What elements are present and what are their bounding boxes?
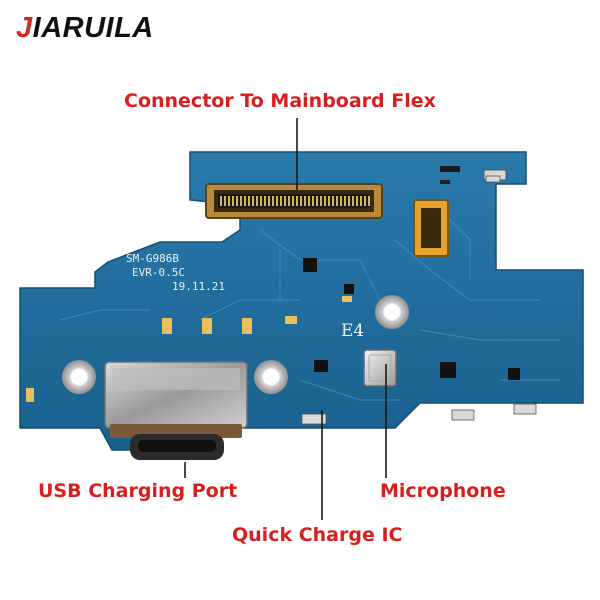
connector-pin — [220, 196, 222, 206]
connector-pins — [220, 196, 370, 206]
chip — [303, 258, 317, 272]
connector-pin — [316, 196, 318, 206]
chip — [440, 362, 456, 378]
connector-pin — [348, 196, 350, 206]
connector-pin — [284, 196, 286, 206]
connector-pin — [260, 196, 262, 206]
connector-pin — [292, 196, 294, 206]
connector-pin — [276, 196, 278, 206]
connector-pin — [340, 196, 342, 206]
connector-pin — [252, 196, 254, 206]
label-usb-port: USB Charging Port — [38, 480, 238, 502]
connector-pin — [248, 196, 250, 206]
connector-pin — [236, 196, 238, 206]
connector-pin — [336, 196, 338, 206]
connector-pin — [368, 196, 370, 206]
brand-logo-j: J — [16, 12, 33, 44]
label-connector: Connector To Mainboard Flex — [124, 90, 436, 112]
connector-pin — [268, 196, 270, 206]
connector-pin — [228, 196, 230, 206]
silk-rev: EVR-0.5C — [132, 266, 185, 279]
chip — [508, 368, 520, 380]
label-microphone: Microphone — [380, 480, 506, 502]
silk-marker: E4 — [341, 321, 364, 341]
connector-pin — [332, 196, 334, 206]
brand-logo-rest: IARUILA — [32, 12, 154, 44]
connector-pin — [288, 196, 290, 206]
connector-pin — [272, 196, 274, 206]
connector-pin — [356, 196, 358, 206]
connector-pin — [324, 196, 326, 206]
connector-pin — [304, 196, 306, 206]
connector-pin — [244, 196, 246, 206]
chip — [344, 284, 354, 294]
mounting-hole-right — [375, 295, 409, 329]
connector-pin — [232, 196, 234, 206]
connector-pin — [264, 196, 266, 206]
connector-pin — [364, 196, 366, 206]
microphone-component — [363, 349, 397, 387]
connector-pin — [344, 196, 346, 206]
connector-pin — [256, 196, 258, 206]
connector-pin — [308, 196, 310, 206]
connector-pin — [312, 196, 314, 206]
leader-lines — [184, 118, 387, 520]
side-connector — [413, 199, 449, 257]
quick-charge-ic — [314, 360, 328, 372]
connector-pin — [224, 196, 226, 206]
connector-pin — [280, 196, 282, 206]
connector-pin — [320, 196, 322, 206]
mounting-hole-left — [62, 360, 96, 394]
connector-pin — [240, 196, 242, 206]
smd-components — [301, 175, 537, 425]
usb-c-port — [104, 361, 248, 460]
connector-pin — [352, 196, 354, 206]
silk-date: 19.11.21 — [172, 280, 225, 293]
label-quick-charge: Quick Charge IC — [232, 524, 403, 546]
brand-logo: JIARUILA — [16, 14, 154, 43]
connector-pin — [296, 196, 298, 206]
silk-model: SM-G986B — [126, 252, 179, 265]
connector-pin — [360, 196, 362, 206]
test-pads — [26, 296, 352, 402]
mounting-hole-center — [254, 360, 288, 394]
connector-pin — [328, 196, 330, 206]
connector-pin — [300, 196, 302, 206]
